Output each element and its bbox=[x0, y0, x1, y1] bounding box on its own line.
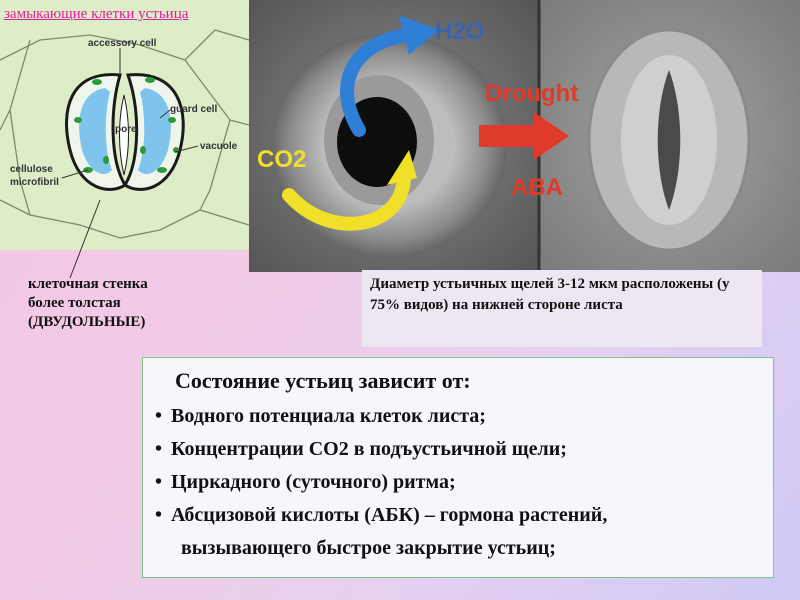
pore-label: pore bbox=[115, 124, 137, 135]
list-item: •Абсцизовой кислоты (АБК) – гормона раст… bbox=[155, 504, 608, 526]
co2-label: CO2 bbox=[257, 146, 307, 173]
factor-text: Концентрации СО2 в подъустьичной щели; bbox=[171, 438, 567, 460]
stomata-diameter-note: Диаметр устьичных щелей 3-12 мкм располо… bbox=[362, 270, 762, 347]
stomata-diagram: accessory cell guard cell pore vacuole c… bbox=[0, 0, 250, 250]
info-title: Состояние устьиц зависит от: bbox=[175, 368, 471, 393]
vacuole-label: vacuole bbox=[200, 141, 238, 152]
aba-label: ABA bbox=[511, 174, 563, 201]
guard-cell-label: guard cell bbox=[170, 104, 218, 115]
stomata-state-box: Состояние устьиц зависит от: •Водного по… bbox=[142, 357, 774, 578]
micrograph-illustration bbox=[249, 0, 800, 272]
list-item-continuation: вызывающего быстрое закрытие устьиц; bbox=[181, 537, 556, 559]
list-item: •Водного потенциала клеток листа; bbox=[155, 405, 486, 427]
factor-text: Водного потенциала клеток листа; bbox=[171, 405, 486, 427]
factor-text: Циркадного (суточного) ритма; bbox=[171, 471, 456, 493]
drought-label: Drought bbox=[485, 80, 579, 107]
guard-cell-illustration bbox=[0, 0, 250, 250]
h2o-label: H2O bbox=[435, 18, 485, 45]
cellulose-microfibril-label: cellulose microfibril bbox=[10, 164, 59, 188]
guard-cells-caption: замыкающие клетки устьица bbox=[4, 6, 189, 22]
factor-text: Абсцизовой кислоты (АБК) – гормона расте… bbox=[171, 504, 608, 526]
stomata-micrograph: H2O Drought CO2 ABA bbox=[249, 0, 800, 272]
cell-wall-pointer bbox=[69, 200, 101, 279]
accessory-cell-label: accessory cell bbox=[88, 38, 157, 49]
factor-list: •Водного потенциала клеток листа; •Конце… bbox=[155, 400, 761, 565]
list-item: •Концентрации СО2 в подъустьичной щели; bbox=[155, 438, 567, 460]
cell-wall-note: клеточная стенка более толстая (ДВУДОЛЬН… bbox=[28, 276, 148, 330]
list-item: •Циркадного (суточного) ритма; bbox=[155, 471, 456, 493]
